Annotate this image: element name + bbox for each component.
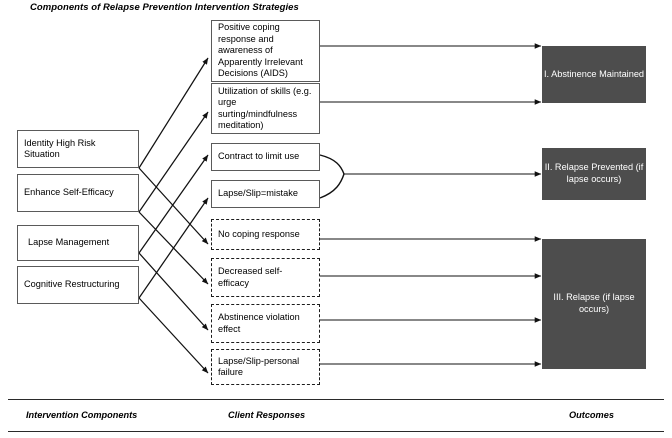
node-label: No coping response (218, 228, 300, 239)
node-label: Lapse/Slip-personal failure (218, 355, 300, 377)
node-outcome-abstinence-maintained[interactable]: I. Abstinence Maintained (542, 46, 646, 103)
node-outcome-relapse-prevented[interactable]: II. Relapse Prevented (if lapse occurs) (542, 148, 646, 200)
node-label: Identity High Risk Situation (24, 137, 96, 159)
node-lapse-slip-personal-failure[interactable]: Lapse/Slip-personal failure (211, 349, 320, 385)
legend-outcomes: Outcomes (569, 410, 614, 420)
node-positive-coping-response[interactable]: Positive coping response and awareness o… (211, 20, 320, 82)
node-lapse-management[interactable]: Lapse Management (17, 225, 139, 261)
node-label: Lapse/Slip=mistake (218, 188, 298, 199)
horizontal-connectors (320, 43, 542, 367)
node-outcome-relapse[interactable]: III. Relapse (if lapse occurs) (542, 239, 646, 369)
node-label: III. Relapse (if lapse occurs) (553, 292, 635, 314)
node-label: Abstinence violation effect (218, 312, 300, 334)
node-label: Decreased self-efficacy (218, 266, 283, 288)
node-abstinence-violation-effect[interactable]: Abstinence violation effect (211, 304, 320, 343)
legend-bottom-rule (8, 431, 664, 432)
node-label: Positive coping response and awareness o… (218, 22, 303, 79)
node-enhance-self-efficacy[interactable]: Enhance Self-Efficacy (17, 174, 139, 212)
diagonal-connectors (138, 57, 209, 374)
node-label: I. Abstinence Maintained (543, 68, 645, 79)
node-no-coping-response[interactable]: No coping response (211, 219, 320, 250)
node-cognitive-restructuring[interactable]: Cognitive Restructuring (17, 266, 139, 304)
legend-client-responses: Client Responses (228, 410, 306, 420)
merge-bracket (319, 154, 345, 199)
legend-top-rule (8, 399, 664, 400)
node-label: Utilization of skills (e.g. urge surting… (218, 85, 312, 130)
node-decreased-self-efficacy[interactable]: Decreased self-efficacy (211, 258, 320, 297)
legend-intervention-components: Intervention Components (26, 410, 138, 420)
node-lapse-slip-mistake[interactable]: Lapse/Slip=mistake (211, 180, 320, 208)
figure-title: Components of Relapse Prevention Interve… (30, 2, 299, 13)
node-label: II. Relapse Prevented (if lapse occurs) (544, 162, 644, 184)
node-label: Contract to limit use (218, 151, 300, 162)
node-label: Cognitive Restructuring (24, 279, 120, 290)
node-label: Enhance Self-Efficacy (24, 187, 114, 198)
node-label: Lapse Management (28, 237, 110, 248)
node-identify-high-risk-situation[interactable]: Identity High Risk Situation (17, 130, 139, 168)
node-contract-to-limit-use[interactable]: Contract to limit use (211, 143, 320, 171)
node-utilization-of-skills[interactable]: Utilization of skills (e.g. urge surting… (211, 83, 320, 134)
